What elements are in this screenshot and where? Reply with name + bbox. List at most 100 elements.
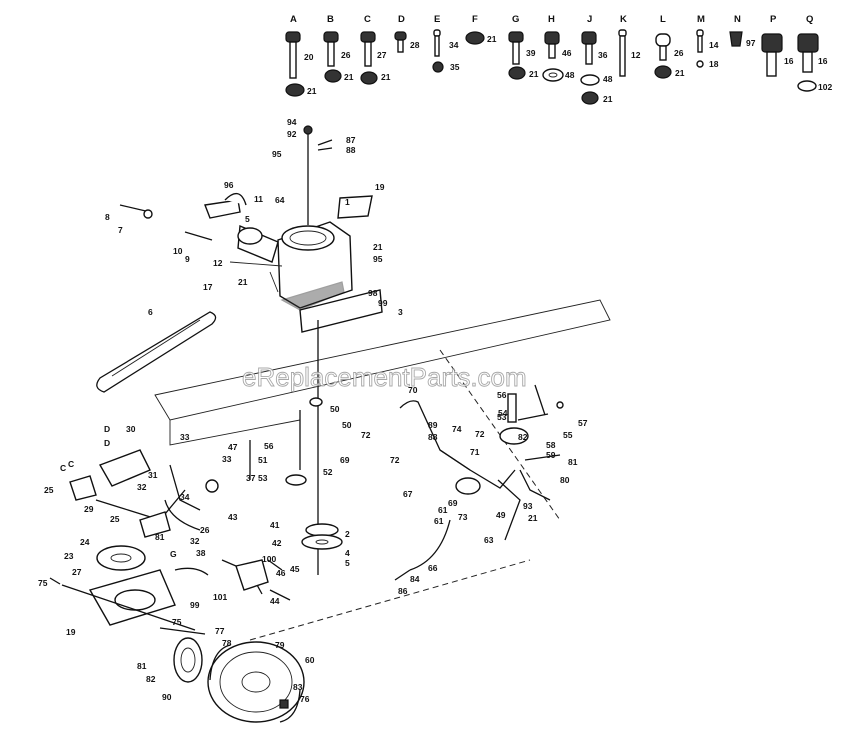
callout: 100 <box>262 554 276 564</box>
callout: 89 <box>428 420 438 430</box>
callout: 5 <box>345 558 350 568</box>
svg-text:102: 102 <box>818 82 832 92</box>
callout: 53 <box>497 412 507 422</box>
rear-axle-assembly <box>49 545 206 635</box>
svg-text:26: 26 <box>674 48 684 58</box>
callout: 81 <box>568 457 578 467</box>
svg-text:J: J <box>587 14 592 25</box>
callout: 7 <box>118 225 123 235</box>
svg-text:21: 21 <box>487 34 497 44</box>
callout: 72 <box>475 429 485 439</box>
callout: 23 <box>64 551 74 561</box>
callout: 98 <box>368 288 378 298</box>
watermark: eReplacementParts.com <box>242 362 527 392</box>
callout: 84 <box>410 574 420 584</box>
callout: 82 <box>146 674 156 684</box>
callout: 71 <box>470 447 480 457</box>
callout: D <box>104 438 110 448</box>
hardware-item-b: B 26 21 <box>323 14 354 83</box>
svg-text:L: L <box>660 14 666 25</box>
callout: 11 <box>254 194 263 204</box>
svg-text:H: H <box>548 14 555 25</box>
callout: 73 <box>458 512 468 522</box>
center-shaft <box>249 320 343 575</box>
callout: 82 <box>518 432 528 442</box>
callout: 69 <box>448 498 458 508</box>
callout: 61 <box>438 505 448 515</box>
callout: 21 <box>528 513 538 523</box>
svg-text:28: 28 <box>410 40 420 50</box>
callout: 64 <box>275 195 285 205</box>
callout: 95 <box>272 149 282 159</box>
callout: 33 <box>222 454 232 464</box>
hardware-item-l: L 26 21 <box>654 14 685 79</box>
callout: 75 <box>38 578 48 588</box>
callout: 38 <box>196 548 206 558</box>
svg-text:B: B <box>327 14 334 25</box>
callout: 34 <box>180 492 190 502</box>
svg-text:16: 16 <box>784 56 794 66</box>
hardware-item-n: N 97 <box>729 14 756 48</box>
hardware-item-a: A 20 21 <box>285 14 317 97</box>
callout: 1 <box>345 197 350 207</box>
callout: 51 <box>258 455 268 465</box>
callout: 75 <box>172 617 182 627</box>
hardware-item-k: K 12 <box>618 14 641 77</box>
callout: 60 <box>305 655 315 665</box>
callout: 3 <box>398 307 403 317</box>
callout: 17 <box>203 282 213 292</box>
callout: 57 <box>578 418 588 428</box>
svg-text:Q: Q <box>806 14 813 25</box>
callout: 31 <box>148 470 158 480</box>
svg-text:21: 21 <box>675 68 685 78</box>
callout: 53 <box>258 473 268 483</box>
svg-text:39: 39 <box>526 48 536 58</box>
callout: 42 <box>272 538 282 548</box>
callout: 67 <box>403 489 413 499</box>
svg-text:48: 48 <box>603 74 613 84</box>
callout: 9 <box>185 254 190 264</box>
svg-text:K: K <box>620 14 627 25</box>
callout: 81 <box>137 661 147 671</box>
callout: 88 <box>428 432 438 442</box>
callout: 96 <box>224 180 234 190</box>
callout: 21 <box>238 277 248 287</box>
callout: 45 <box>290 564 300 574</box>
callout: 94 <box>287 117 297 127</box>
callout: C <box>60 463 66 473</box>
hardware-item-j: J 36 48 21 <box>580 14 613 105</box>
svg-text:48: 48 <box>565 70 575 80</box>
svg-text:26: 26 <box>341 50 351 60</box>
hardware-item-g: G 39 21 <box>508 14 539 80</box>
callout: 50 <box>330 404 340 414</box>
svg-text:C: C <box>364 14 371 25</box>
callout: 86 <box>398 586 408 596</box>
callout: 2 <box>345 529 350 539</box>
callout: C <box>68 459 74 469</box>
callout: 46 <box>276 568 286 578</box>
callout: 37 <box>246 473 256 483</box>
hardware-item-e: E 34 35 <box>432 14 460 73</box>
svg-text:G: G <box>512 14 519 25</box>
callout: 30 <box>126 424 136 434</box>
hardware-item-c: C 27 21 <box>360 14 391 85</box>
callout: 87 <box>346 135 356 145</box>
callout: 66 <box>428 563 438 573</box>
callout: 56 <box>497 390 507 400</box>
callout: 41 <box>270 520 280 530</box>
callout: 90 <box>162 692 172 702</box>
callout: 61 <box>434 516 444 526</box>
svg-text:14: 14 <box>709 40 719 50</box>
clutch-bracket-assembly <box>69 449 291 601</box>
svg-text:20: 20 <box>304 52 314 62</box>
callout: 4 <box>345 548 350 558</box>
callout: 81 <box>155 532 165 542</box>
callout: 50 <box>342 420 352 430</box>
svg-text:12: 12 <box>631 50 641 60</box>
callout: 26 <box>200 525 210 535</box>
callout: 93 <box>523 501 533 511</box>
callout: 8 <box>105 212 110 222</box>
hardware-item-d: D 28 <box>394 14 420 53</box>
hardware-legend: A 20 21 B 26 21 C 27 21 D <box>285 14 832 105</box>
callout: 77 <box>215 626 225 636</box>
